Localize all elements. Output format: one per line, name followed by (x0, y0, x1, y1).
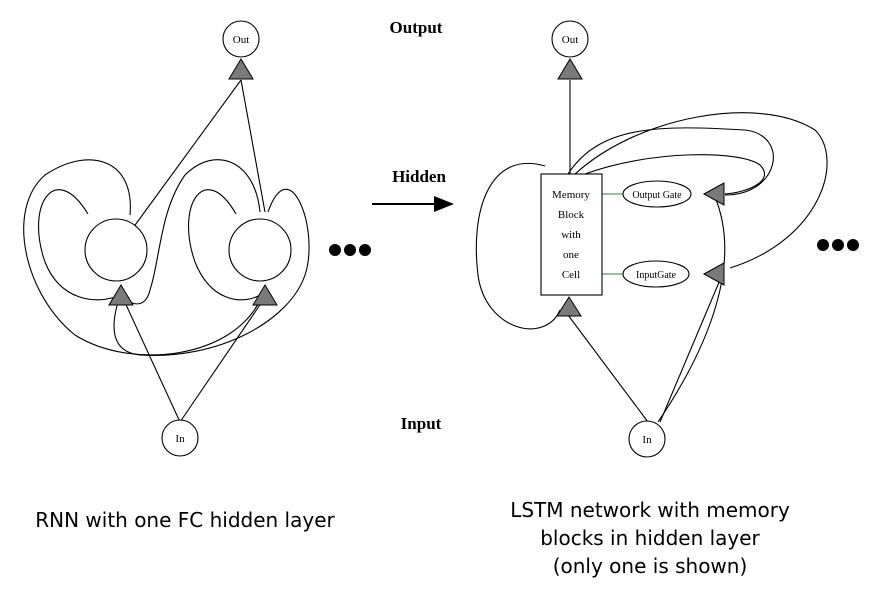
rnn-connection (179, 295, 267, 423)
output-gate-triangle (702, 182, 725, 206)
rnn-recurrent-loop (123, 159, 261, 305)
memory-block (540, 173, 603, 296)
rnn-connection (121, 295, 181, 423)
lstm-diagram: Memory Block with one Cell Output Gate I… (475, 20, 859, 458)
rnn-output-input-triangle (228, 58, 254, 80)
lstm-output-node (551, 20, 589, 58)
lstm-connection (567, 314, 649, 423)
rnn-recurrent-loop (38, 189, 119, 301)
lstm-connection (659, 279, 721, 423)
memory-block-label-line: Memory (552, 189, 590, 201)
rnn-recurrent-loop (113, 188, 310, 356)
lstm-output-node-label: Out (562, 34, 579, 46)
lstm-caption-line: LSTM network with memory (510, 498, 790, 522)
hidden-layer-label: Hidden (392, 167, 446, 186)
rnn-hidden-neuron (84, 218, 148, 282)
rnn-connection (240, 79, 266, 213)
input-gate-label: InputGate (636, 270, 677, 281)
rnn-hidden-input-triangle (108, 284, 134, 306)
output-gate (622, 180, 692, 208)
rnn-recurrent-loop (187, 189, 259, 301)
rnn-input-node (161, 419, 199, 457)
rnn-ellipsis (329, 244, 371, 256)
rnn-connection (129, 79, 242, 233)
memory-block-input-triangle (556, 296, 582, 317)
memory-block-label-line: with (561, 229, 581, 241)
rnn-input-node-label: In (175, 433, 185, 445)
memory-block-label-line: Cell (562, 269, 580, 281)
lstm-recurrent-loop (584, 154, 766, 195)
lstm-caption-line: (only one is shown) (552, 554, 748, 578)
lstm-recurrent-loop (475, 163, 561, 330)
memory-block-label-line: Block (558, 209, 585, 221)
rnn-recurrent-loop (23, 159, 263, 356)
rnn-output-node-label: Out (233, 34, 250, 46)
rnn-hidden-input-triangle (252, 284, 278, 306)
rnn-output-node (222, 20, 260, 58)
rnn-caption: RNN with one FC hidden layer (35, 508, 335, 532)
input-gate (622, 260, 690, 288)
lstm-connection (657, 196, 726, 423)
lstm-ellipsis (817, 239, 859, 251)
lstm-recurrent-loop (574, 112, 828, 269)
rnn-diagram: Out In (23, 20, 371, 457)
lstm-output-input-triangle (557, 58, 583, 80)
rnn-hidden-neuron (228, 218, 292, 282)
lstm-caption: LSTM network with memory blocks in hidde… (480, 496, 820, 580)
lstm-caption-line: blocks in hidden layer (540, 526, 760, 550)
lstm-recurrent-loop (567, 127, 774, 196)
input-gate-triangle (702, 262, 725, 286)
lstm-input-node (628, 420, 666, 458)
memory-block-label-line: one (563, 249, 579, 261)
output-gate-label: Output Gate (632, 190, 682, 201)
lstm-input-node-label: In (642, 434, 652, 446)
output-layer-label: Output (390, 18, 443, 37)
input-layer-label: Input (401, 414, 442, 433)
